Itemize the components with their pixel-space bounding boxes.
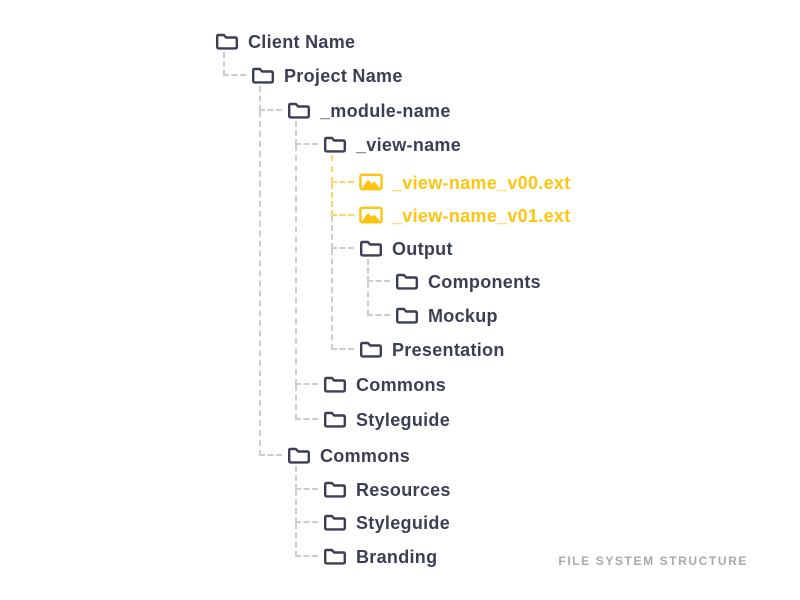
- image-file-icon: [359, 172, 383, 192]
- tree-connector-horizontal: [295, 418, 318, 420]
- tree-item: Presentation: [359, 335, 505, 363]
- tree-item-label: Commons: [320, 445, 411, 466]
- tree-connector-horizontal: [259, 454, 282, 456]
- tree-connector-horizontal: [295, 521, 318, 523]
- folder-icon: [215, 31, 239, 51]
- tree-connector-vertical: [331, 155, 333, 183]
- tree-item: Output: [359, 234, 453, 262]
- folder-icon: [323, 512, 347, 532]
- tree-item-label: Styleguide: [356, 512, 451, 533]
- folder-icon: [359, 339, 383, 359]
- tree-item-label: Commons: [356, 374, 447, 395]
- tree-connector-vertical: [295, 145, 297, 385]
- tree-connector-horizontal: [295, 383, 318, 385]
- tree-connector-horizontal: [331, 214, 354, 216]
- folder-icon: [287, 100, 311, 120]
- folder-icon: [395, 305, 419, 325]
- tree-connector-vertical: [331, 216, 333, 249]
- folder-icon: [359, 238, 383, 258]
- tree-item-label: Mockup: [428, 305, 498, 326]
- tree-item-label: Presentation: [392, 339, 505, 360]
- tree-item-label: Project Name: [284, 65, 403, 86]
- tree-connector-vertical: [259, 111, 261, 456]
- folder-icon: [323, 134, 347, 154]
- tree-item: Branding: [323, 542, 437, 570]
- tree-connector-horizontal: [367, 314, 390, 316]
- tree-item: Mockup: [395, 301, 498, 329]
- tree-item-label: Branding: [356, 546, 438, 567]
- tree-item-label: _module-name: [320, 100, 451, 121]
- tree-item: Components: [395, 267, 541, 295]
- tree-item-label: _view-name_v01.ext: [392, 205, 571, 226]
- tree-connector-vertical: [295, 385, 297, 420]
- tree-connector-horizontal: [331, 348, 354, 350]
- folder-icon: [323, 479, 347, 499]
- tree-connector-vertical: [295, 121, 297, 145]
- tree-item: Commons: [287, 441, 410, 469]
- tree-item-label: Output: [392, 238, 453, 259]
- folder-icon: [395, 271, 419, 291]
- folder-icon: [323, 546, 347, 566]
- tree-connector-horizontal: [259, 109, 282, 111]
- tree-connector-vertical: [367, 282, 369, 316]
- tree-item: Commons: [323, 370, 446, 398]
- tree-connector-horizontal: [367, 280, 390, 282]
- tree-item: Resources: [323, 475, 451, 503]
- tree-item: _module-name: [287, 96, 451, 124]
- tree-item: Styleguide: [323, 508, 450, 536]
- tree-item: _view-name: [323, 130, 461, 158]
- tree-connector-horizontal: [295, 488, 318, 490]
- tree-connector-vertical: [367, 259, 369, 282]
- folder-icon: [323, 409, 347, 429]
- tree-connector-horizontal: [331, 181, 354, 183]
- tree-connector-vertical: [259, 86, 261, 111]
- tree-item-label: Resources: [356, 479, 451, 500]
- image-file-icon: [359, 205, 383, 225]
- diagram-caption: FILE SYSTEM STRUCTURE: [558, 554, 748, 568]
- tree-item-label: Client Name: [248, 31, 356, 52]
- tree-connector-vertical: [295, 490, 297, 523]
- tree-connector-vertical: [295, 523, 297, 557]
- tree-connector-vertical: [295, 466, 297, 490]
- tree-item-label: Components: [428, 271, 541, 292]
- tree-item: Styleguide: [323, 405, 450, 433]
- tree-item: Client Name: [215, 27, 355, 55]
- folder-icon: [287, 445, 311, 465]
- folder-icon: [251, 65, 275, 85]
- tree-connector-horizontal: [295, 143, 318, 145]
- tree-connector-vertical: [223, 52, 225, 76]
- tree-connector-horizontal: [295, 555, 318, 557]
- tree-item-label: _view-name: [356, 134, 462, 155]
- tree-connector-vertical: [331, 249, 333, 350]
- folder-icon: [323, 374, 347, 394]
- tree-item-label: Styleguide: [356, 409, 451, 430]
- tree-item: Project Name: [251, 61, 403, 89]
- tree-connector-vertical: [331, 183, 333, 216]
- tree-item-label: _view-name_v00.ext: [392, 172, 571, 193]
- tree-connector-horizontal: [223, 74, 246, 76]
- tree-connector-horizontal: [331, 247, 354, 249]
- tree-item: _view-name_v01.ext: [359, 201, 571, 229]
- tree-item: _view-name_v00.ext: [359, 168, 571, 196]
